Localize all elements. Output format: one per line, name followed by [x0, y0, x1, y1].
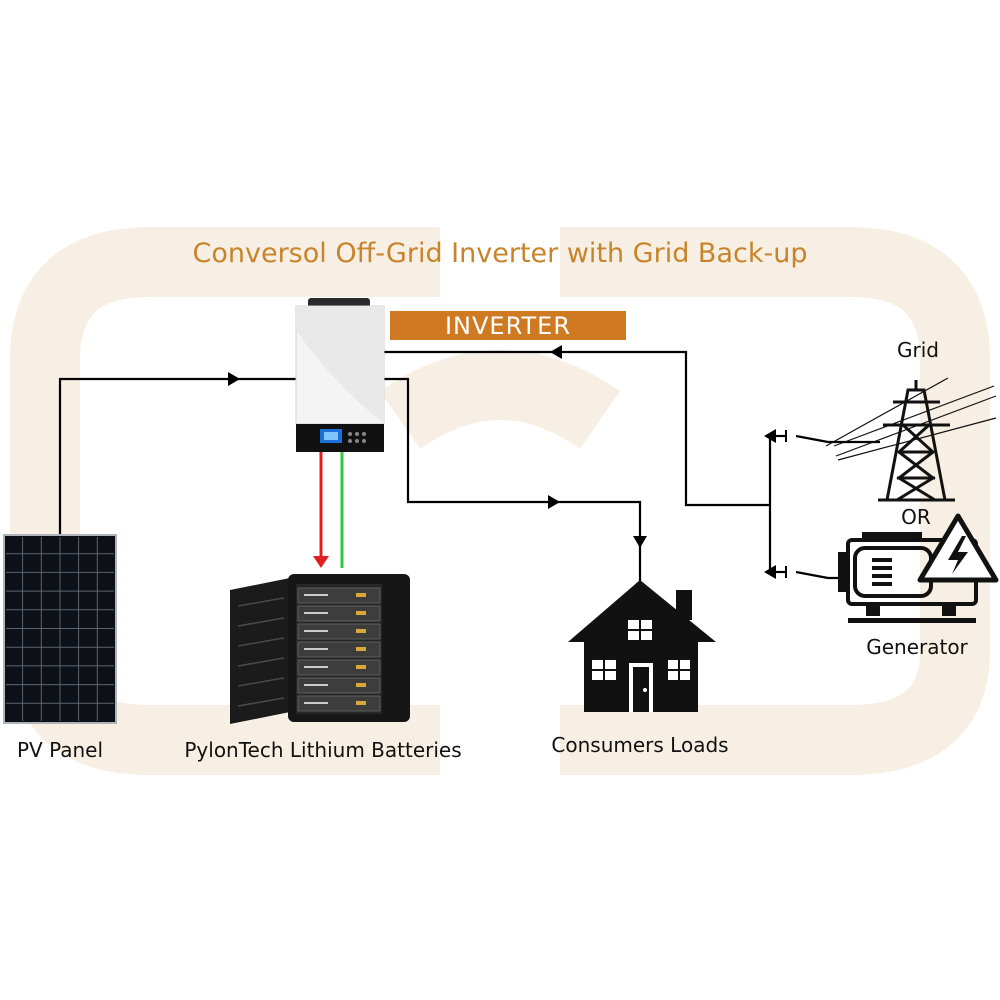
arrow-generator-feed: [764, 565, 776, 579]
arrow-grid-to-inverter: [550, 345, 562, 359]
high-voltage-warning-icon: [917, 513, 999, 583]
generator-switch: [795, 570, 829, 580]
arrow-grid-feed: [764, 429, 776, 443]
house-icon: [568, 580, 716, 712]
grid-switch: [795, 434, 829, 444]
pv-panel-label: PV Panel: [17, 738, 103, 762]
load-wire: [384, 377, 642, 590]
arrow-to-loads-v: [633, 536, 647, 548]
solar-panel-icon: [3, 534, 117, 724]
inverter-unit-icon: [295, 298, 385, 452]
grid-label: Grid: [897, 338, 939, 362]
flow-arrows: [228, 345, 776, 579]
inverter-label: INVERTER: [445, 312, 571, 340]
batteries-label: PylonTech Lithium Batteries: [184, 738, 461, 762]
power-tower-icon: [878, 380, 955, 502]
inverter-banner: [390, 311, 626, 340]
arrow-pv-to-inverter: [228, 372, 240, 386]
arrow-to-loads-h: [548, 495, 560, 509]
grid-wire: [384, 350, 770, 507]
watermark-logo: [10, 227, 990, 775]
or-label: OR: [901, 505, 931, 529]
pv-wire: [58, 377, 296, 535]
battery-charge-arrow: [313, 556, 329, 568]
generator-label: Generator: [866, 635, 968, 659]
power-lines: [825, 377, 997, 461]
battery-cabinet-icon: [230, 574, 410, 724]
loads-label: Consumers Loads: [551, 733, 728, 757]
diagram-title: Conversol Off-Grid Inverter with Grid Ba…: [193, 238, 808, 269]
